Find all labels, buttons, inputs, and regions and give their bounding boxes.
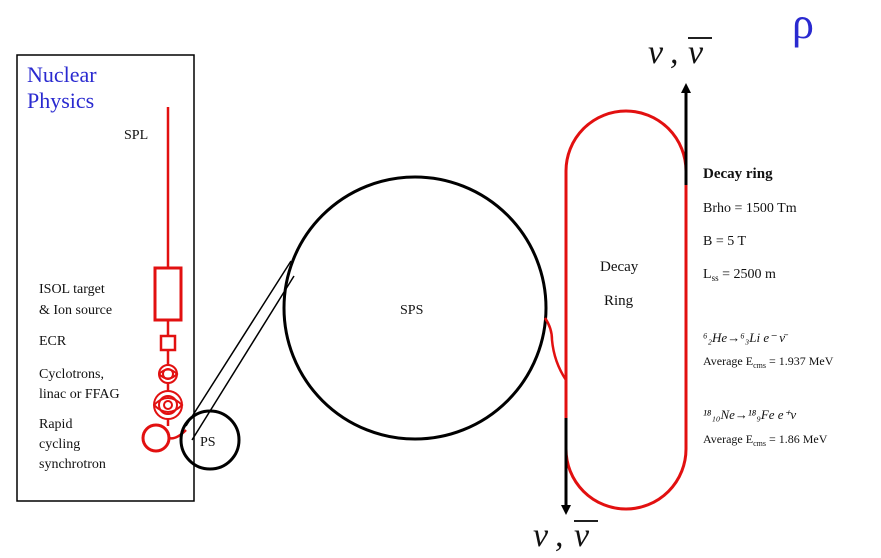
avg-value: = 1.86 MeV <box>766 432 828 446</box>
avg-value: = 1.937 MeV <box>766 354 834 368</box>
sps-ring <box>282 175 548 441</box>
reaction1-equation: ⁶₂He→⁶₃Li e⁻ ν̄ <box>703 330 789 345</box>
rcs-transfer-line <box>166 419 187 440</box>
ps-label: PS <box>200 435 216 450</box>
decay-ring-inner-line1: Decay <box>600 259 639 275</box>
isol-target <box>153 266 183 322</box>
neutrino-label-top: ν , ν <box>648 34 712 71</box>
comma: , <box>555 517 564 554</box>
nu-symbol: ν <box>533 517 549 554</box>
sps-label: SPS <box>400 303 423 318</box>
cyclotron-1 <box>158 364 179 384</box>
reaction2-equation: ¹⁸₁₀Ne→¹⁸₉Fe e⁺ν <box>703 407 796 422</box>
top-right-symbol: ρ <box>792 0 814 48</box>
isol-label-line1: ISOL target <box>39 282 105 297</box>
sps-decay-transfer <box>543 317 568 381</box>
reaction2-average: Average Ecms = 1.86 MeV <box>703 432 828 448</box>
decay-info-b: B = 5 T <box>703 234 746 249</box>
lss-suffix: = 2500 m <box>719 267 776 282</box>
nubar-symbol: ν <box>688 34 704 71</box>
decay-info-title: Decay ring <box>703 166 773 182</box>
ps-sps-transfer-upper <box>185 260 292 427</box>
reaction1-average: Average Ecms = 1.937 MeV <box>703 354 834 370</box>
rcs-label-line3: synchrotron <box>39 457 106 472</box>
cyclotron-2 <box>153 390 184 420</box>
avg-sub: cms <box>753 439 766 448</box>
lss-sub: ss <box>712 273 720 283</box>
rapid-cycling-synchrotron <box>141 423 171 453</box>
cyclotron-label-line2: linac or FFAG <box>39 387 120 402</box>
avg-prefix: Average E <box>703 354 753 368</box>
decay-ring-inner-line2: Ring <box>604 293 634 309</box>
ecr-source <box>159 334 177 352</box>
nuclear-title-line2: Physics <box>27 88 94 113</box>
rcs-label-line1: Rapid <box>39 417 72 432</box>
comma: , <box>670 34 679 71</box>
decay-info-brho: Brho = 1500 Tm <box>703 201 797 216</box>
rcs-label-line2: cycling <box>39 437 80 452</box>
avg-prefix: Average E <box>703 432 753 446</box>
decay-info-lss: Lss = 2500 m <box>703 267 776 283</box>
nubar-symbol: ν <box>574 517 590 554</box>
ps-sps-transfer-lower <box>191 275 295 441</box>
ecr-label: ECR <box>39 334 67 349</box>
neutrino-label-bottom: ν , ν <box>533 517 598 554</box>
nuclear-physics-box <box>16 54 195 502</box>
nu-symbol: ν <box>648 34 664 71</box>
isol-label-line2: & Ion source <box>39 303 112 318</box>
avg-sub: cms <box>753 361 766 370</box>
cyclotron-label-line1: Cyclotrons, <box>39 367 104 382</box>
decay-ring <box>564 109 688 511</box>
spl-label: SPL <box>124 128 148 143</box>
nuclear-title-line1: Nuclear <box>27 62 97 87</box>
lss-prefix: L <box>703 267 712 282</box>
